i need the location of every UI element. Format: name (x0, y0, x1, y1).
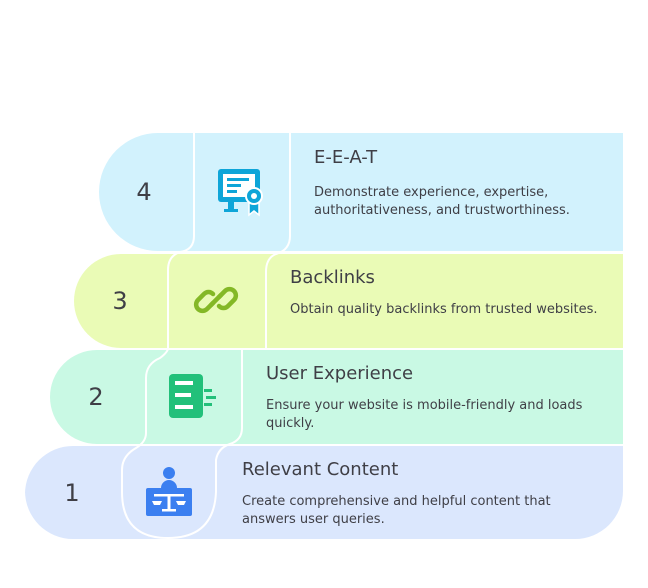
step-1-title: Relevant Content (242, 459, 399, 480)
step-3-number: 3 (112, 287, 128, 315)
step-3-title: Backlinks (290, 267, 375, 288)
link-icon (193, 286, 239, 314)
document-list-icon (169, 374, 216, 418)
step-1-description: Create comprehensive and helpful content… (242, 494, 551, 527)
step-2-number: 2 (88, 383, 104, 411)
step-1-number: 1 (64, 479, 80, 507)
justice-scale-icon (146, 467, 192, 516)
step-4-number: 4 (136, 178, 152, 206)
step-3-description: Obtain quality backlinks from trusted we… (290, 302, 598, 317)
step-4-band (99, 133, 623, 251)
separator-curves (121, 133, 291, 540)
step-2-band (50, 350, 623, 444)
step-4-description: Demonstrate experience, expertise, autho… (314, 185, 570, 218)
step-2-title: User Experience (266, 363, 414, 384)
step-3-band (74, 254, 623, 348)
step-2-description: Ensure your website is mobile-friendly a… (266, 398, 583, 431)
step-4-title: E-E-A-T (314, 147, 378, 168)
certificate-icon (218, 169, 263, 217)
